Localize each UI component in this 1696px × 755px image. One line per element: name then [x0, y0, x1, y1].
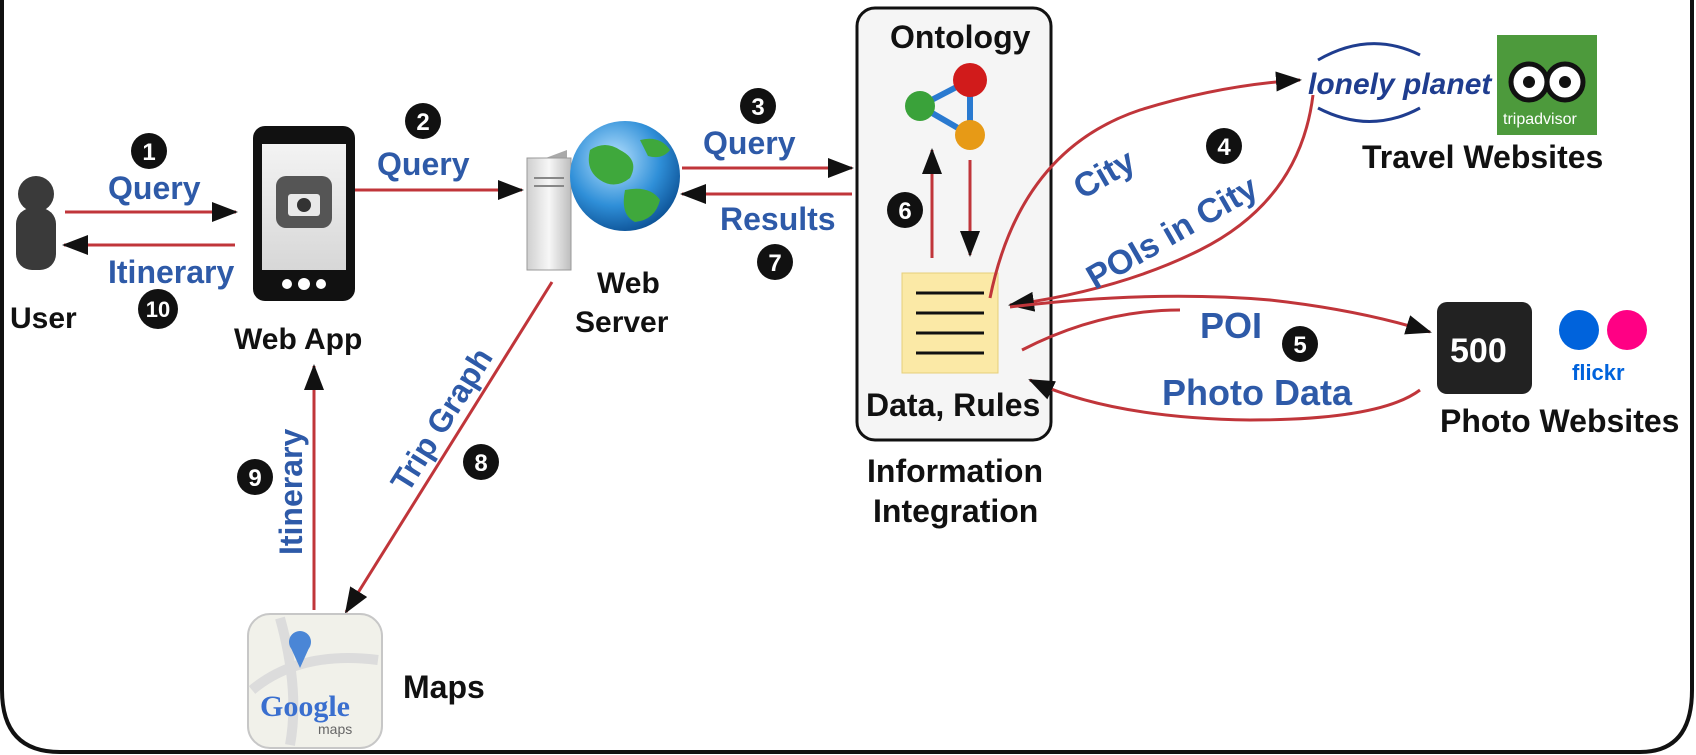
phone-icon	[253, 126, 355, 301]
arrow-trip-graph-8	[344, 281, 554, 614]
lonely-planet-logo: lonely planet	[1308, 42, 1493, 123]
step-badge-9: 9	[237, 459, 273, 495]
step-badge-1: 1	[131, 133, 167, 169]
ontology-graph-icon	[905, 63, 987, 150]
step-badge-7: 7	[757, 244, 793, 280]
photo-websites-label: Photo Websites	[1440, 403, 1679, 439]
svg-text:10: 10	[146, 297, 170, 322]
svg-text:lonely planet: lonely planet	[1308, 68, 1493, 101]
integration-box	[855, 6, 1053, 442]
label-query-1: Query	[108, 170, 201, 206]
web-server-label-2: Server	[575, 306, 669, 339]
svg-text:9: 9	[248, 465, 261, 492]
svg-text:1: 1	[142, 139, 155, 166]
tripadvisor-logo: tripadvisor	[1497, 35, 1597, 135]
svg-text:5: 5	[1293, 332, 1306, 359]
label-poi-5: POI	[1200, 305, 1262, 346]
svg-text:4: 4	[1217, 134, 1231, 161]
user-icon	[16, 176, 56, 270]
maps-label: Maps	[403, 669, 485, 705]
integration-label-2: Integration	[873, 493, 1038, 529]
travel-websites-label: Travel Websites	[1362, 139, 1603, 175]
label-city-4: City	[1067, 142, 1142, 207]
step-badge-3: 3	[740, 88, 776, 124]
data-rules-label: Data, Rules	[866, 387, 1040, 423]
svg-text:2: 2	[416, 109, 429, 136]
web-app-label: Web App	[234, 323, 362, 356]
web-server-label-1: Web	[597, 267, 660, 300]
arrow-poi-5	[1009, 294, 1432, 335]
label-results-7: Results	[720, 201, 836, 237]
flickr-logo: flickr	[1559, 310, 1647, 385]
label-query-2: Query	[377, 146, 470, 182]
integration-label-1: Information	[867, 453, 1043, 489]
globe-icon	[570, 121, 680, 231]
step-badge-10: 10	[138, 289, 178, 329]
data-rules-note-icon	[901, 272, 999, 374]
svg-text:flickr: flickr	[1572, 360, 1625, 385]
svg-text:7: 7	[768, 250, 781, 277]
label-itinerary-9: Itinerary	[273, 429, 309, 555]
svg-text:maps: maps	[318, 721, 352, 737]
arrow-photo-data-5	[1021, 308, 1181, 352]
google-maps-icon: Google maps	[247, 613, 383, 749]
ontology-label: Ontology	[890, 19, 1031, 55]
label-query-3: Query	[703, 125, 796, 161]
svg-text:tripadvisor: tripadvisor	[1503, 111, 1577, 128]
server-icon	[526, 150, 572, 271]
arrow-city-4	[988, 71, 1302, 299]
500px-logo: 500	[1437, 302, 1532, 394]
step-badge-8: 8	[463, 444, 499, 480]
step-badge-6: 6	[887, 192, 923, 228]
svg-text:6: 6	[898, 198, 911, 225]
label-itinerary-10: Itinerary	[108, 254, 234, 290]
step-badge-5: 5	[1282, 326, 1318, 362]
arrow-pois-in-city-4	[1008, 94, 1315, 312]
svg-text:Google: Google	[260, 690, 350, 723]
step-badge-2: 2	[405, 103, 441, 139]
svg-text:3: 3	[751, 94, 764, 121]
arrow-photo-data-return-5	[1028, 378, 1421, 422]
label-photo-data-5: Photo Data	[1162, 372, 1353, 413]
step-badge-4: 4	[1206, 128, 1242, 164]
svg-text:500: 500	[1450, 332, 1507, 370]
user-label: User	[10, 302, 77, 335]
svg-text:8: 8	[474, 450, 487, 477]
